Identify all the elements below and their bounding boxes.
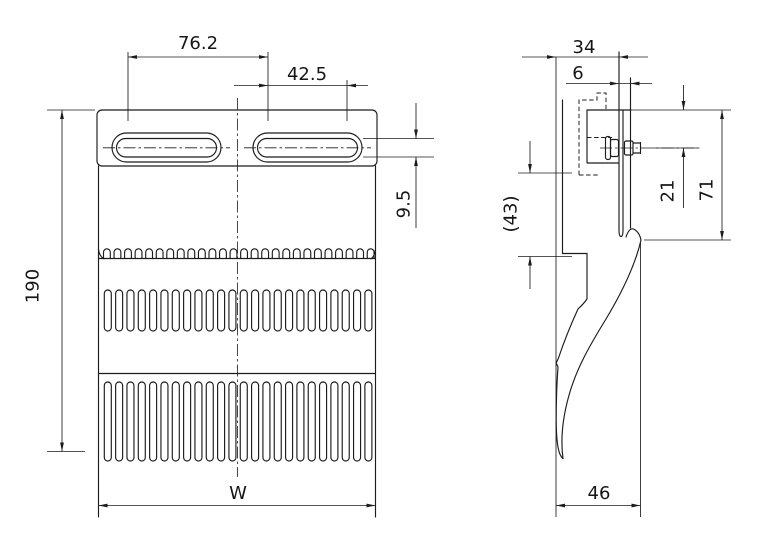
flap-left-profile — [555, 99, 588, 460]
dim-label-slot-height: 9.5 — [394, 190, 415, 219]
dimension-arrow — [528, 256, 532, 266]
flap-right-curve — [561, 239, 642, 460]
ext-21-71 — [631, 109, 731, 241]
arrowheads — [60, 55, 724, 508]
long-slot-band — [103, 381, 373, 462]
dimension-arrow — [128, 55, 137, 59]
dim-label-bottom-depth: 46 — [588, 483, 611, 504]
dimension-arrow — [366, 503, 376, 508]
dim-label-plate-thickness: 6 — [572, 63, 583, 84]
dim-label-rigid-height: 71 — [697, 179, 718, 202]
dimension-lines — [47, 52, 731, 517]
bracket-solid — [586, 109, 632, 164]
dim-label-overall-width: W — [229, 483, 247, 504]
dimension-arrow — [630, 81, 640, 86]
scallop-row — [102, 248, 375, 260]
mid-slot-band — [103, 289, 373, 332]
dim-label-overall-height: 190 — [23, 269, 44, 303]
ext-43 — [518, 172, 572, 257]
side-view — [555, 51, 700, 517]
dimension-labels: 76.2 42.5 9.5 190 W 34 6 (43) 21 71 46 — [23, 33, 718, 504]
dimension-arrow — [259, 83, 268, 88]
dimension-arrow — [556, 503, 565, 508]
mounting-bar — [96, 109, 378, 167]
dimension-arrow — [528, 164, 532, 173]
dimension-arrow — [610, 81, 619, 86]
plate-edge — [618, 51, 624, 238]
ext-190 — [47, 109, 95, 452]
dimension-arrow — [681, 101, 686, 110]
dimension-arrow — [547, 55, 556, 59]
dim-label-slot-spacing: 76.2 — [178, 33, 218, 54]
dim-label-bolt-offset: 21 — [658, 180, 679, 203]
dimension-arrow — [631, 503, 641, 508]
ext-slot-dims — [127, 52, 348, 121]
bolt-shaft — [632, 141, 642, 155]
dimension-arrow — [720, 231, 724, 240]
dimension-arrow — [720, 110, 724, 119]
plate-bottom-nose — [625, 228, 642, 241]
ext-9-5 — [363, 138, 434, 158]
dimension-arrow — [414, 157, 418, 166]
dim-label-bracket-drop: (43) — [501, 196, 522, 233]
dimension-arrow — [347, 83, 356, 88]
dimension-arrow — [60, 110, 64, 119]
front-view — [96, 98, 378, 518]
dimension-arrow — [681, 148, 686, 157]
dimension-arrow — [619, 55, 628, 59]
dim-label-top-depth: 34 — [573, 37, 596, 58]
dimension-arrow — [98, 503, 108, 508]
dimension-arrow — [259, 55, 268, 59]
dimension-arrow — [414, 129, 418, 139]
bracket-hidden — [578, 92, 612, 176]
dim-label-slot-length: 42.5 — [287, 64, 327, 85]
dimension-arrow — [60, 442, 64, 452]
